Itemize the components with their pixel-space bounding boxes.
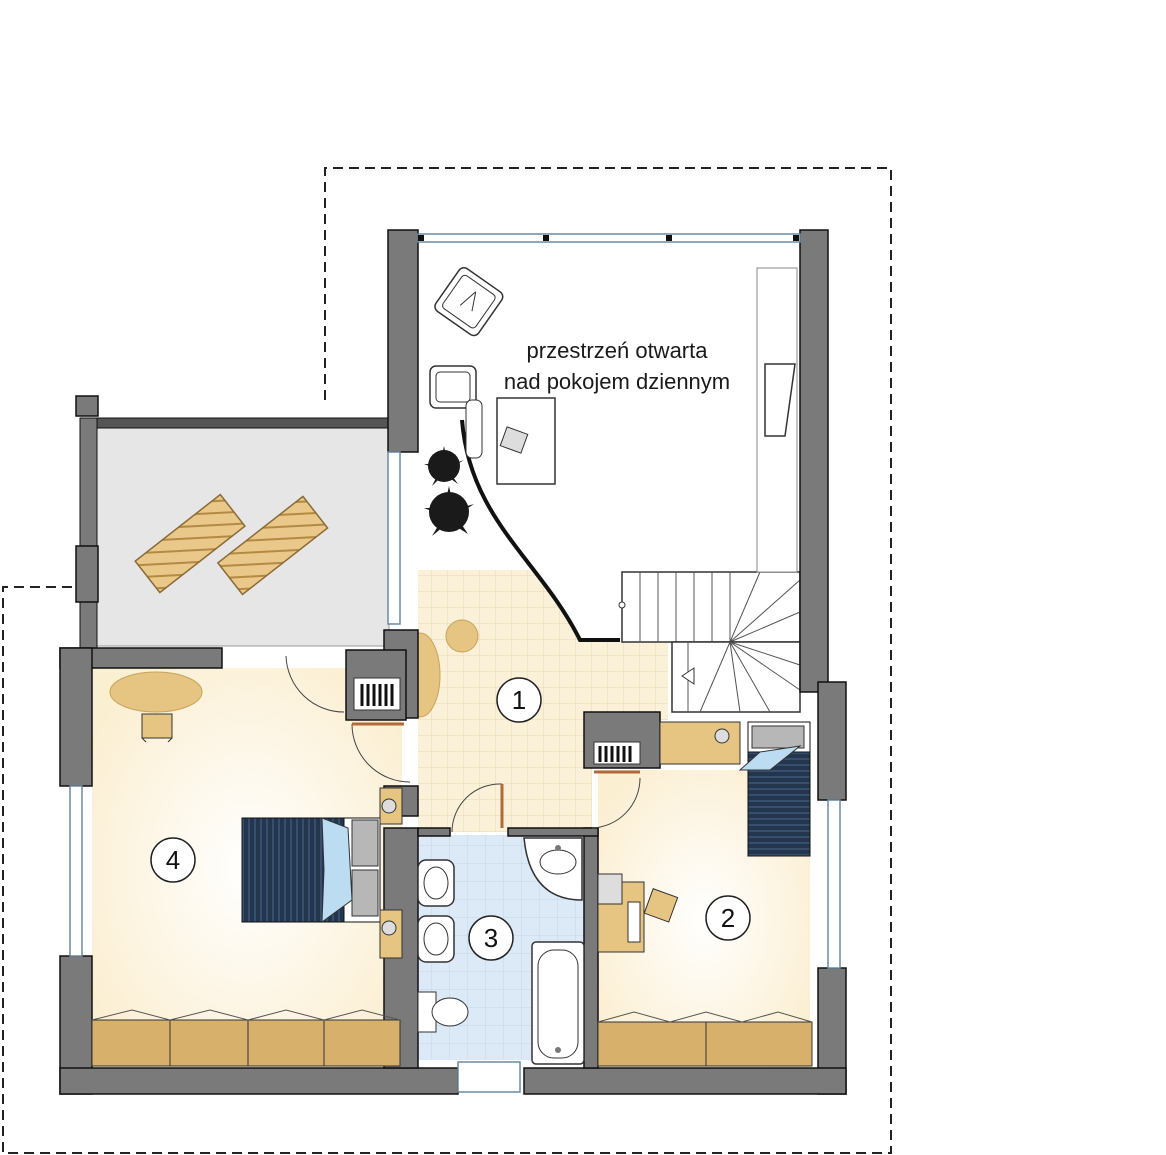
terrace-floor bbox=[96, 427, 390, 647]
lamp-icon bbox=[445, 619, 479, 653]
sink-icon bbox=[523, 837, 583, 901]
desk-icon bbox=[597, 873, 645, 953]
desk-icon bbox=[496, 397, 556, 485]
open-space-note-line2: nad pokojem dziennym bbox=[504, 369, 730, 394]
terrace-railing bbox=[79, 417, 98, 649]
sunbed-icon bbox=[134, 493, 246, 594]
room-number-1: 1 bbox=[496, 677, 542, 723]
roof-outline bbox=[2, 167, 892, 1154]
stairs-icon bbox=[618, 571, 801, 713]
armchair-icon bbox=[434, 267, 504, 337]
toilet-icon bbox=[417, 991, 469, 1033]
table-icon bbox=[109, 671, 203, 713]
svg-text:3: 3 bbox=[484, 923, 498, 953]
cabinet-icon bbox=[659, 721, 741, 765]
bed-icon bbox=[241, 817, 381, 924]
plant-icon bbox=[424, 446, 464, 486]
wardrobe-icon bbox=[597, 1011, 813, 1067]
bidet-icon bbox=[417, 915, 455, 963]
chair-icon bbox=[141, 713, 173, 743]
open-space-note-line1: przestrzeń otwarta bbox=[527, 338, 709, 363]
svg-text:4: 4 bbox=[166, 845, 180, 875]
door-icon bbox=[285, 655, 641, 833]
tv-icon bbox=[764, 363, 796, 437]
window-icon bbox=[69, 233, 841, 1093]
sink-icon bbox=[417, 859, 455, 907]
armchair-icon bbox=[429, 365, 483, 459]
gallery-balustrade bbox=[460, 419, 620, 642]
svg-text:2: 2 bbox=[721, 903, 735, 933]
wardrobe-icon bbox=[91, 1009, 401, 1067]
svg-text:1: 1 bbox=[512, 685, 526, 715]
room-number-4: 4 bbox=[150, 837, 196, 883]
plant-icon bbox=[424, 486, 474, 536]
newspaper-icon bbox=[499, 426, 529, 454]
sunbed-icon bbox=[216, 495, 329, 596]
room-number-3: 3 bbox=[468, 915, 514, 961]
radiator-icon bbox=[353, 677, 401, 711]
radiator-icon bbox=[593, 741, 641, 765]
bathtub-icon bbox=[531, 941, 585, 1065]
bed-icon bbox=[738, 721, 811, 857]
room-number-2: 2 bbox=[705, 895, 751, 941]
terrace-railing bbox=[79, 417, 391, 429]
chair-icon bbox=[643, 888, 679, 923]
